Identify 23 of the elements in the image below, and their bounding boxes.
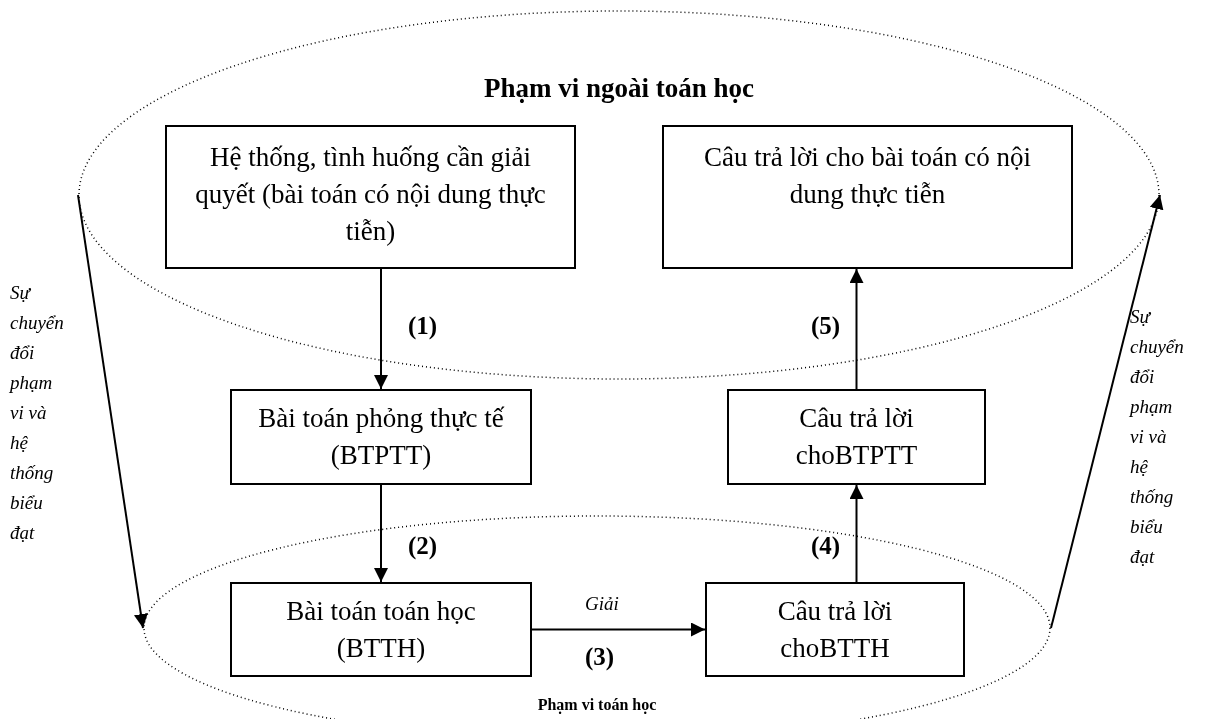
edge-label: Giải <box>585 592 619 616</box>
arrow <box>531 622 706 637</box>
arrow <box>1050 194 1164 629</box>
process-box: Câu trả lời cho bài toán có nội dung thực tiễn <box>662 125 1073 269</box>
arrow <box>77 194 148 629</box>
arrow <box>849 484 864 583</box>
region-title: Phạm vi toán học <box>537 695 657 716</box>
edge-label: Sự chuyển đổi phạm vi và hệ thống biểu đạt <box>1130 305 1185 569</box>
step-number: (3) <box>585 642 615 673</box>
edge-label: (2) <box>408 531 438 562</box>
arrow <box>374 484 388 583</box>
edge-label: (4) <box>811 531 841 562</box>
edge-label: Sự chuyển đổi phạm vi và hệ thống biểu đạt <box>10 281 65 545</box>
edge-label: (1) <box>408 311 438 342</box>
region-title: Phạm vi ngoài toán học <box>484 72 754 105</box>
process-box: Bài toán toán học (BTTH) <box>230 582 532 677</box>
process-box: Hệ thống, tình huống cần giải quyết (bài toán có nội dung thực tiễn) <box>165 125 576 269</box>
arrow <box>374 268 388 390</box>
process-box: Câu trả lời choBTTH <box>705 582 965 677</box>
process-box: Bài toán phỏng thực tế (BTPTT) <box>230 389 532 485</box>
edge-label: (5) <box>811 311 841 342</box>
process-box: Câu trả lời choBTPTT <box>727 389 986 485</box>
arrow <box>849 268 864 390</box>
